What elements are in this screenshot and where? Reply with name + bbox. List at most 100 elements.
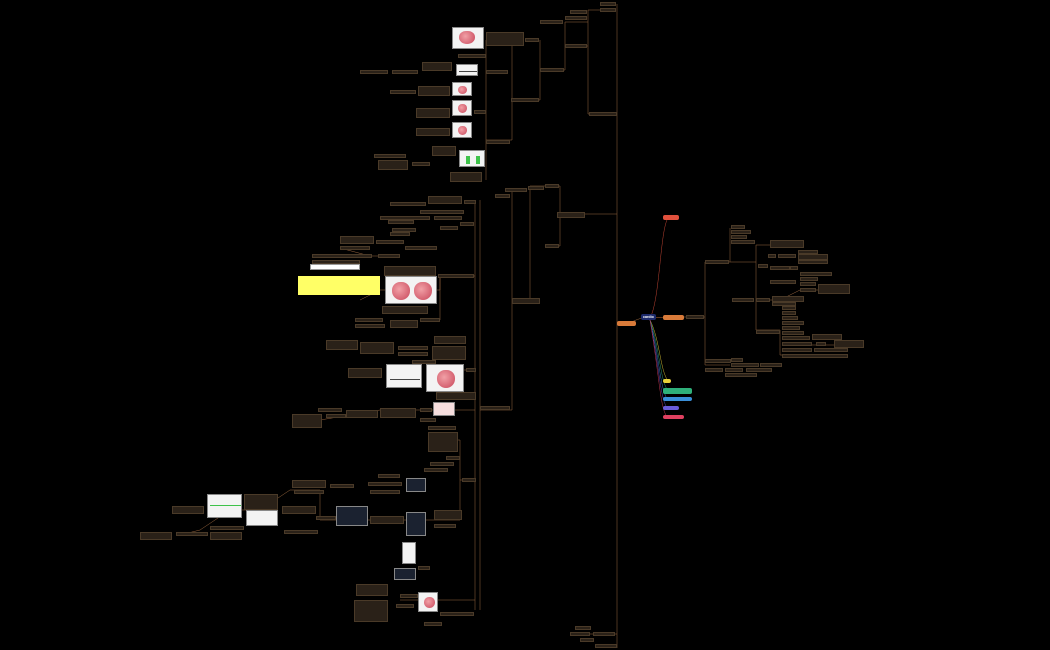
topic-node[interactable] (798, 260, 828, 264)
topic-node[interactable] (376, 240, 404, 244)
topic-node[interactable] (495, 194, 510, 198)
note-node[interactable] (418, 86, 450, 96)
topic-node[interactable] (511, 98, 539, 102)
note-node[interactable] (428, 196, 462, 204)
topic-node[interactable] (540, 20, 563, 24)
note-node[interactable] (772, 296, 804, 302)
topic-node[interactable] (731, 363, 759, 367)
topic-node[interactable] (595, 644, 617, 648)
branch-orange[interactable] (663, 315, 684, 320)
topic-node[interactable] (756, 298, 770, 302)
topic-node[interactable] (816, 342, 826, 346)
topic-node[interactable] (378, 474, 400, 478)
note-node[interactable] (818, 284, 850, 294)
topic-node[interactable] (770, 266, 790, 270)
topic-node[interactable] (725, 373, 757, 377)
topic-node[interactable] (782, 342, 812, 346)
topic-node[interactable] (600, 8, 616, 12)
branch-blue[interactable] (663, 397, 692, 401)
topic-node[interactable] (464, 200, 476, 204)
note-node[interactable] (434, 336, 466, 344)
left-main-branch[interactable] (617, 321, 636, 326)
topic-node[interactable] (486, 70, 508, 74)
note-node[interactable] (380, 408, 416, 418)
topic-node[interactable] (545, 184, 559, 188)
note-node[interactable] (356, 584, 388, 596)
topic-node[interactable] (731, 230, 751, 234)
topic-node[interactable] (528, 186, 544, 190)
topic-node[interactable] (446, 456, 460, 460)
note-node[interactable] (416, 128, 450, 136)
note-node[interactable] (172, 506, 204, 514)
central-topic[interactable]: cardio (641, 314, 656, 320)
topic-node[interactable] (390, 90, 416, 94)
topic-node[interactable] (540, 68, 564, 72)
topic-node[interactable] (420, 408, 432, 412)
note-node[interactable] (384, 266, 436, 276)
topic-node[interactable] (458, 54, 486, 58)
note-node[interactable] (348, 368, 382, 378)
topic-node[interactable] (390, 202, 426, 206)
note-node[interactable] (798, 254, 828, 260)
topic-node[interactable] (782, 321, 804, 325)
topic-node[interactable] (176, 532, 208, 536)
topic-node[interactable] (486, 140, 510, 144)
topic-node[interactable] (731, 225, 745, 229)
note-node[interactable] (292, 414, 322, 428)
branch-yellow[interactable] (663, 379, 671, 383)
topic-node[interactable] (412, 162, 430, 166)
note-node[interactable] (360, 342, 394, 354)
topic-node[interactable] (434, 524, 456, 528)
topic-node[interactable] (440, 612, 474, 616)
topic-node[interactable] (318, 408, 342, 412)
topic-node[interactable] (778, 254, 796, 258)
topic-node[interactable] (294, 490, 324, 494)
topic-node[interactable] (800, 288, 816, 292)
topic-node[interactable] (370, 490, 400, 494)
topic-node[interactable] (705, 260, 729, 264)
topic-node[interactable] (412, 360, 436, 364)
topic-node[interactable] (424, 468, 448, 472)
topic-node[interactable] (420, 418, 436, 422)
topic-node[interactable] (392, 228, 416, 232)
topic-node[interactable] (746, 368, 772, 372)
note-node[interactable] (378, 160, 408, 170)
topic-node[interactable] (758, 264, 768, 268)
topic-node[interactable] (312, 254, 372, 258)
topic-node[interactable] (705, 368, 723, 372)
topic-node[interactable] (380, 216, 430, 220)
topic-node[interactable] (326, 414, 346, 418)
note-node[interactable] (450, 172, 482, 182)
topic-node[interactable] (770, 280, 796, 284)
topic-node[interactable] (420, 318, 440, 322)
topic-node[interactable] (800, 282, 816, 286)
topic-node[interactable] (474, 110, 486, 114)
note-node[interactable] (486, 32, 524, 46)
topic-node[interactable] (593, 632, 615, 636)
topic-node[interactable] (316, 516, 336, 520)
topic-node[interactable] (760, 363, 782, 367)
topic-node[interactable] (731, 235, 747, 239)
topic-node[interactable] (388, 220, 414, 224)
branch-pink[interactable] (663, 415, 684, 419)
note-node[interactable] (310, 264, 360, 270)
topic-node[interactable] (355, 324, 385, 328)
topic-node[interactable] (782, 326, 800, 330)
topic-node[interactable] (580, 638, 594, 642)
note-node[interactable] (282, 506, 316, 514)
topic-node[interactable] (782, 311, 796, 315)
note-node[interactable] (210, 532, 242, 540)
note-node[interactable] (834, 340, 864, 348)
note-node[interactable] (140, 532, 172, 540)
topic-node[interactable] (374, 154, 406, 158)
topic-node[interactable] (565, 16, 587, 20)
note-node[interactable] (292, 480, 326, 488)
topic-node[interactable] (398, 346, 428, 350)
topic-node[interactable] (462, 478, 476, 482)
topic-node[interactable] (800, 272, 832, 276)
topic-node[interactable] (575, 626, 591, 630)
topic-node[interactable] (390, 232, 410, 236)
note-node[interactable] (436, 392, 476, 400)
note-node[interactable] (557, 212, 585, 218)
topic-node[interactable] (570, 632, 590, 636)
